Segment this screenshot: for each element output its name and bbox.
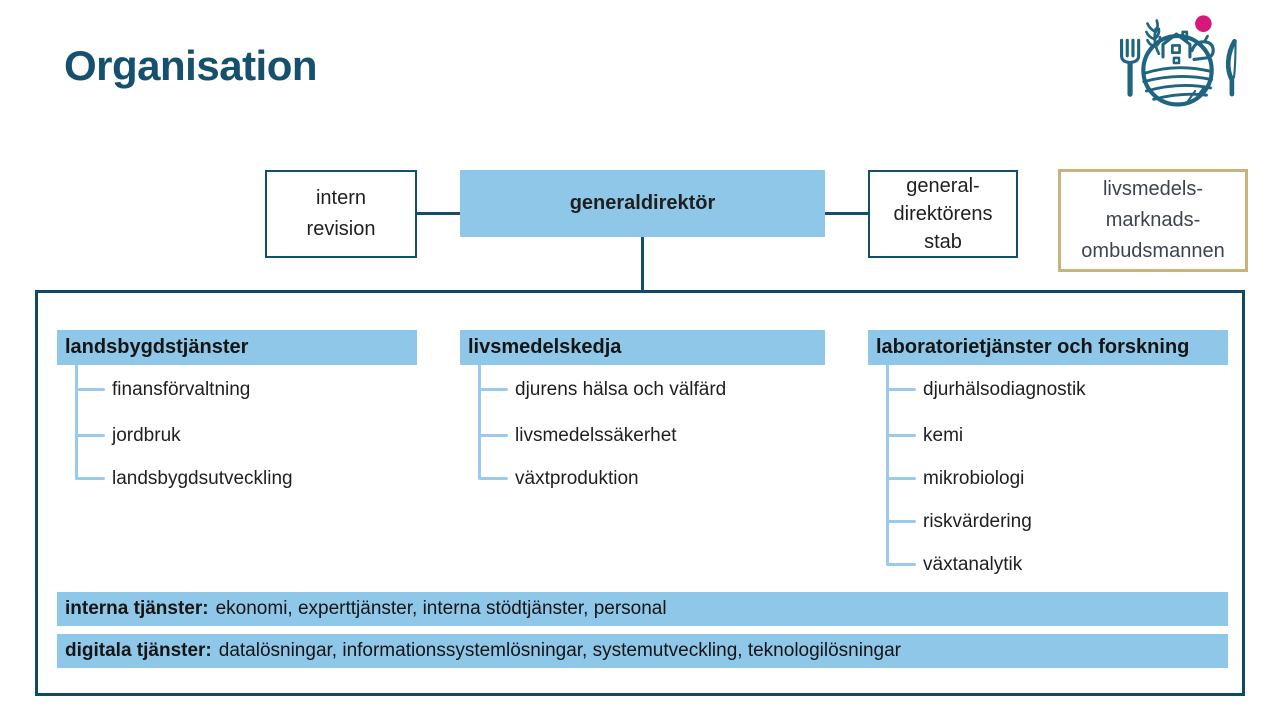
org-unit-label: finansförvaltning xyxy=(112,378,251,400)
service-bar: digitala tjänster: datalösningar, inform… xyxy=(57,634,1228,668)
org-unit-item: riskvärdering xyxy=(868,500,1228,543)
org-unit-item: kemi xyxy=(868,414,1228,457)
org-unit-item: djurens hälsa och välfärd xyxy=(460,365,825,414)
org-unit-label: jordbruk xyxy=(112,424,181,446)
generaldirektor-label: generaldirektör xyxy=(569,192,716,214)
org-unit-item: växtproduktion xyxy=(460,457,825,500)
page-title: Organisation xyxy=(64,42,318,89)
org-unit-label: riskvärdering xyxy=(923,510,1032,532)
org-unit-label: landsbygdsutveckling xyxy=(112,467,293,489)
generaldirektorens-stab-box: general- direktörens stab xyxy=(868,170,1018,258)
org-unit-item: finansförvaltning xyxy=(57,365,417,414)
logo-pink-dot xyxy=(1195,15,1212,32)
service-bar-text: datalösningar, informationssystemlösning… xyxy=(218,640,901,661)
org-unit-label: växtproduktion xyxy=(515,467,639,489)
stab-line2: direktörens xyxy=(893,203,993,225)
ombudsman-line2: marknads- xyxy=(1105,209,1201,231)
org-unit-label: djurhälsodiagnostik xyxy=(923,378,1086,400)
org-unit-item: mikrobiologi xyxy=(868,457,1228,500)
org-unit-label: kemi xyxy=(923,424,964,446)
org-unit-item: växtanalytik xyxy=(868,543,1228,586)
service-bar-label: interna tjänster: xyxy=(65,598,209,619)
org-unit-item: landsbygdsutveckling xyxy=(57,457,417,500)
generaldirektor-box: generaldirektör xyxy=(460,170,825,237)
stab-line1: general- xyxy=(906,175,980,197)
stab-line3: stab xyxy=(924,231,962,253)
department-units: djurhälsodiagnostik kemi mikrobiologi ri… xyxy=(868,365,1228,586)
ombudsman-line1: livsmedels- xyxy=(1102,178,1204,200)
org-unit-label: livsmedelssäkerhet xyxy=(515,424,677,446)
ombudsman-line3: ombudsmannen xyxy=(1081,240,1225,262)
department-header: livsmedelskedja xyxy=(460,330,825,365)
livsmedelsmarknadsombudsmannen-box: livsmedels- marknads- ombudsmannen xyxy=(1058,169,1248,272)
service-bar-text: ekonomi, experttjänster, interna stödtjä… xyxy=(215,598,667,619)
connector-line-right xyxy=(825,212,868,215)
intern-revision-line1: intern xyxy=(315,187,367,209)
intern-revision-line2: revision xyxy=(306,218,376,240)
org-unit-label: mikrobiologi xyxy=(923,467,1025,489)
department-header: laboratorietjänster och forskning xyxy=(868,330,1228,365)
department-units: finansförvaltning jordbruk landsbygdsutv… xyxy=(57,365,417,500)
org-unit-label: växtanalytik xyxy=(923,553,1023,575)
service-bar: interna tjänster: ekonomi, experttjänste… xyxy=(57,592,1228,626)
connector-line-down xyxy=(641,237,644,290)
service-bar-label: digitala tjänster: xyxy=(65,640,212,661)
org-unit-item: djurhälsodiagnostik xyxy=(868,365,1228,414)
intern-revision-box: intern revision xyxy=(265,170,417,258)
department-column: laboratorietjänster och forskning djurhä… xyxy=(868,330,1228,586)
department-units: djurens hälsa och välfärd livsmedelssäke… xyxy=(460,365,825,500)
org-unit-item: jordbruk xyxy=(57,414,417,457)
organisation-container: landsbygdstjänster finansförvaltning jor… xyxy=(35,290,1245,696)
department-header: landsbygdstjänster xyxy=(57,330,417,365)
department-column: livsmedelskedja djurens hälsa och välfär… xyxy=(460,330,825,500)
connector-line-left xyxy=(417,212,460,215)
food-authority-logo-icon xyxy=(1120,15,1237,107)
department-column: landsbygdstjänster finansförvaltning jor… xyxy=(57,330,417,500)
org-unit-label: djurens hälsa och välfärd xyxy=(515,378,727,400)
org-unit-item: livsmedelssäkerhet xyxy=(460,414,825,457)
